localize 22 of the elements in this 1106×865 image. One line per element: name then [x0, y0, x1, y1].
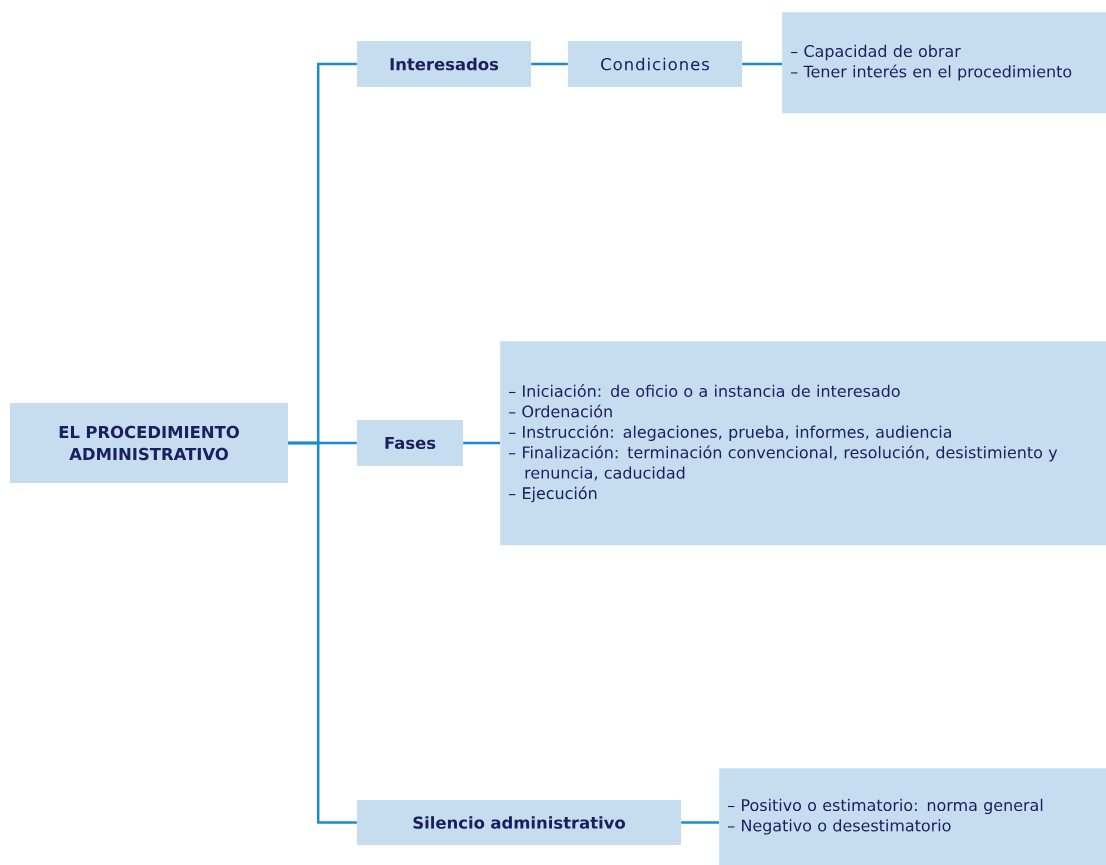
topic-box: EL PROCEDIMIENTO ADMINISTRATIVO	[10, 403, 288, 483]
connector-line	[681, 821, 719, 824]
list-item: – Iniciación: de oficio o a instancia de interesado	[509, 384, 900, 398]
list-item: – Tener interés en el procedimiento	[791, 64, 1072, 81]
connector-line	[742, 62, 782, 66]
list-box	[782, 12, 1106, 114]
list-item: – Negativo o desestimatorio	[728, 819, 951, 835]
list-box	[500, 341, 1106, 546]
connector-line	[288, 441, 357, 824]
list-item: – Ordenación	[509, 404, 612, 418]
list-item: – Positivo o estimatorio: norma general	[728, 798, 1043, 815]
topic-box: Interesados	[357, 41, 531, 87]
topic-box: Fases	[357, 420, 463, 466]
list-item: – Instrucción: alegaciones, prueba, informes, audiencia	[509, 424, 951, 441]
list-item: – Ejecución	[509, 486, 597, 503]
connector-line	[463, 441, 500, 445]
topic-box: Silencio administrativo	[357, 800, 681, 845]
list-item: – Finalización: terminación convencional, resolución, desistimiento y renuncia, caducidad	[509, 445, 1058, 481]
list-box	[719, 768, 1106, 865]
topic-box: Condiciones	[568, 41, 742, 87]
list-item: – Capacidad de obrar	[791, 44, 961, 61]
connector-line	[531, 62, 568, 66]
